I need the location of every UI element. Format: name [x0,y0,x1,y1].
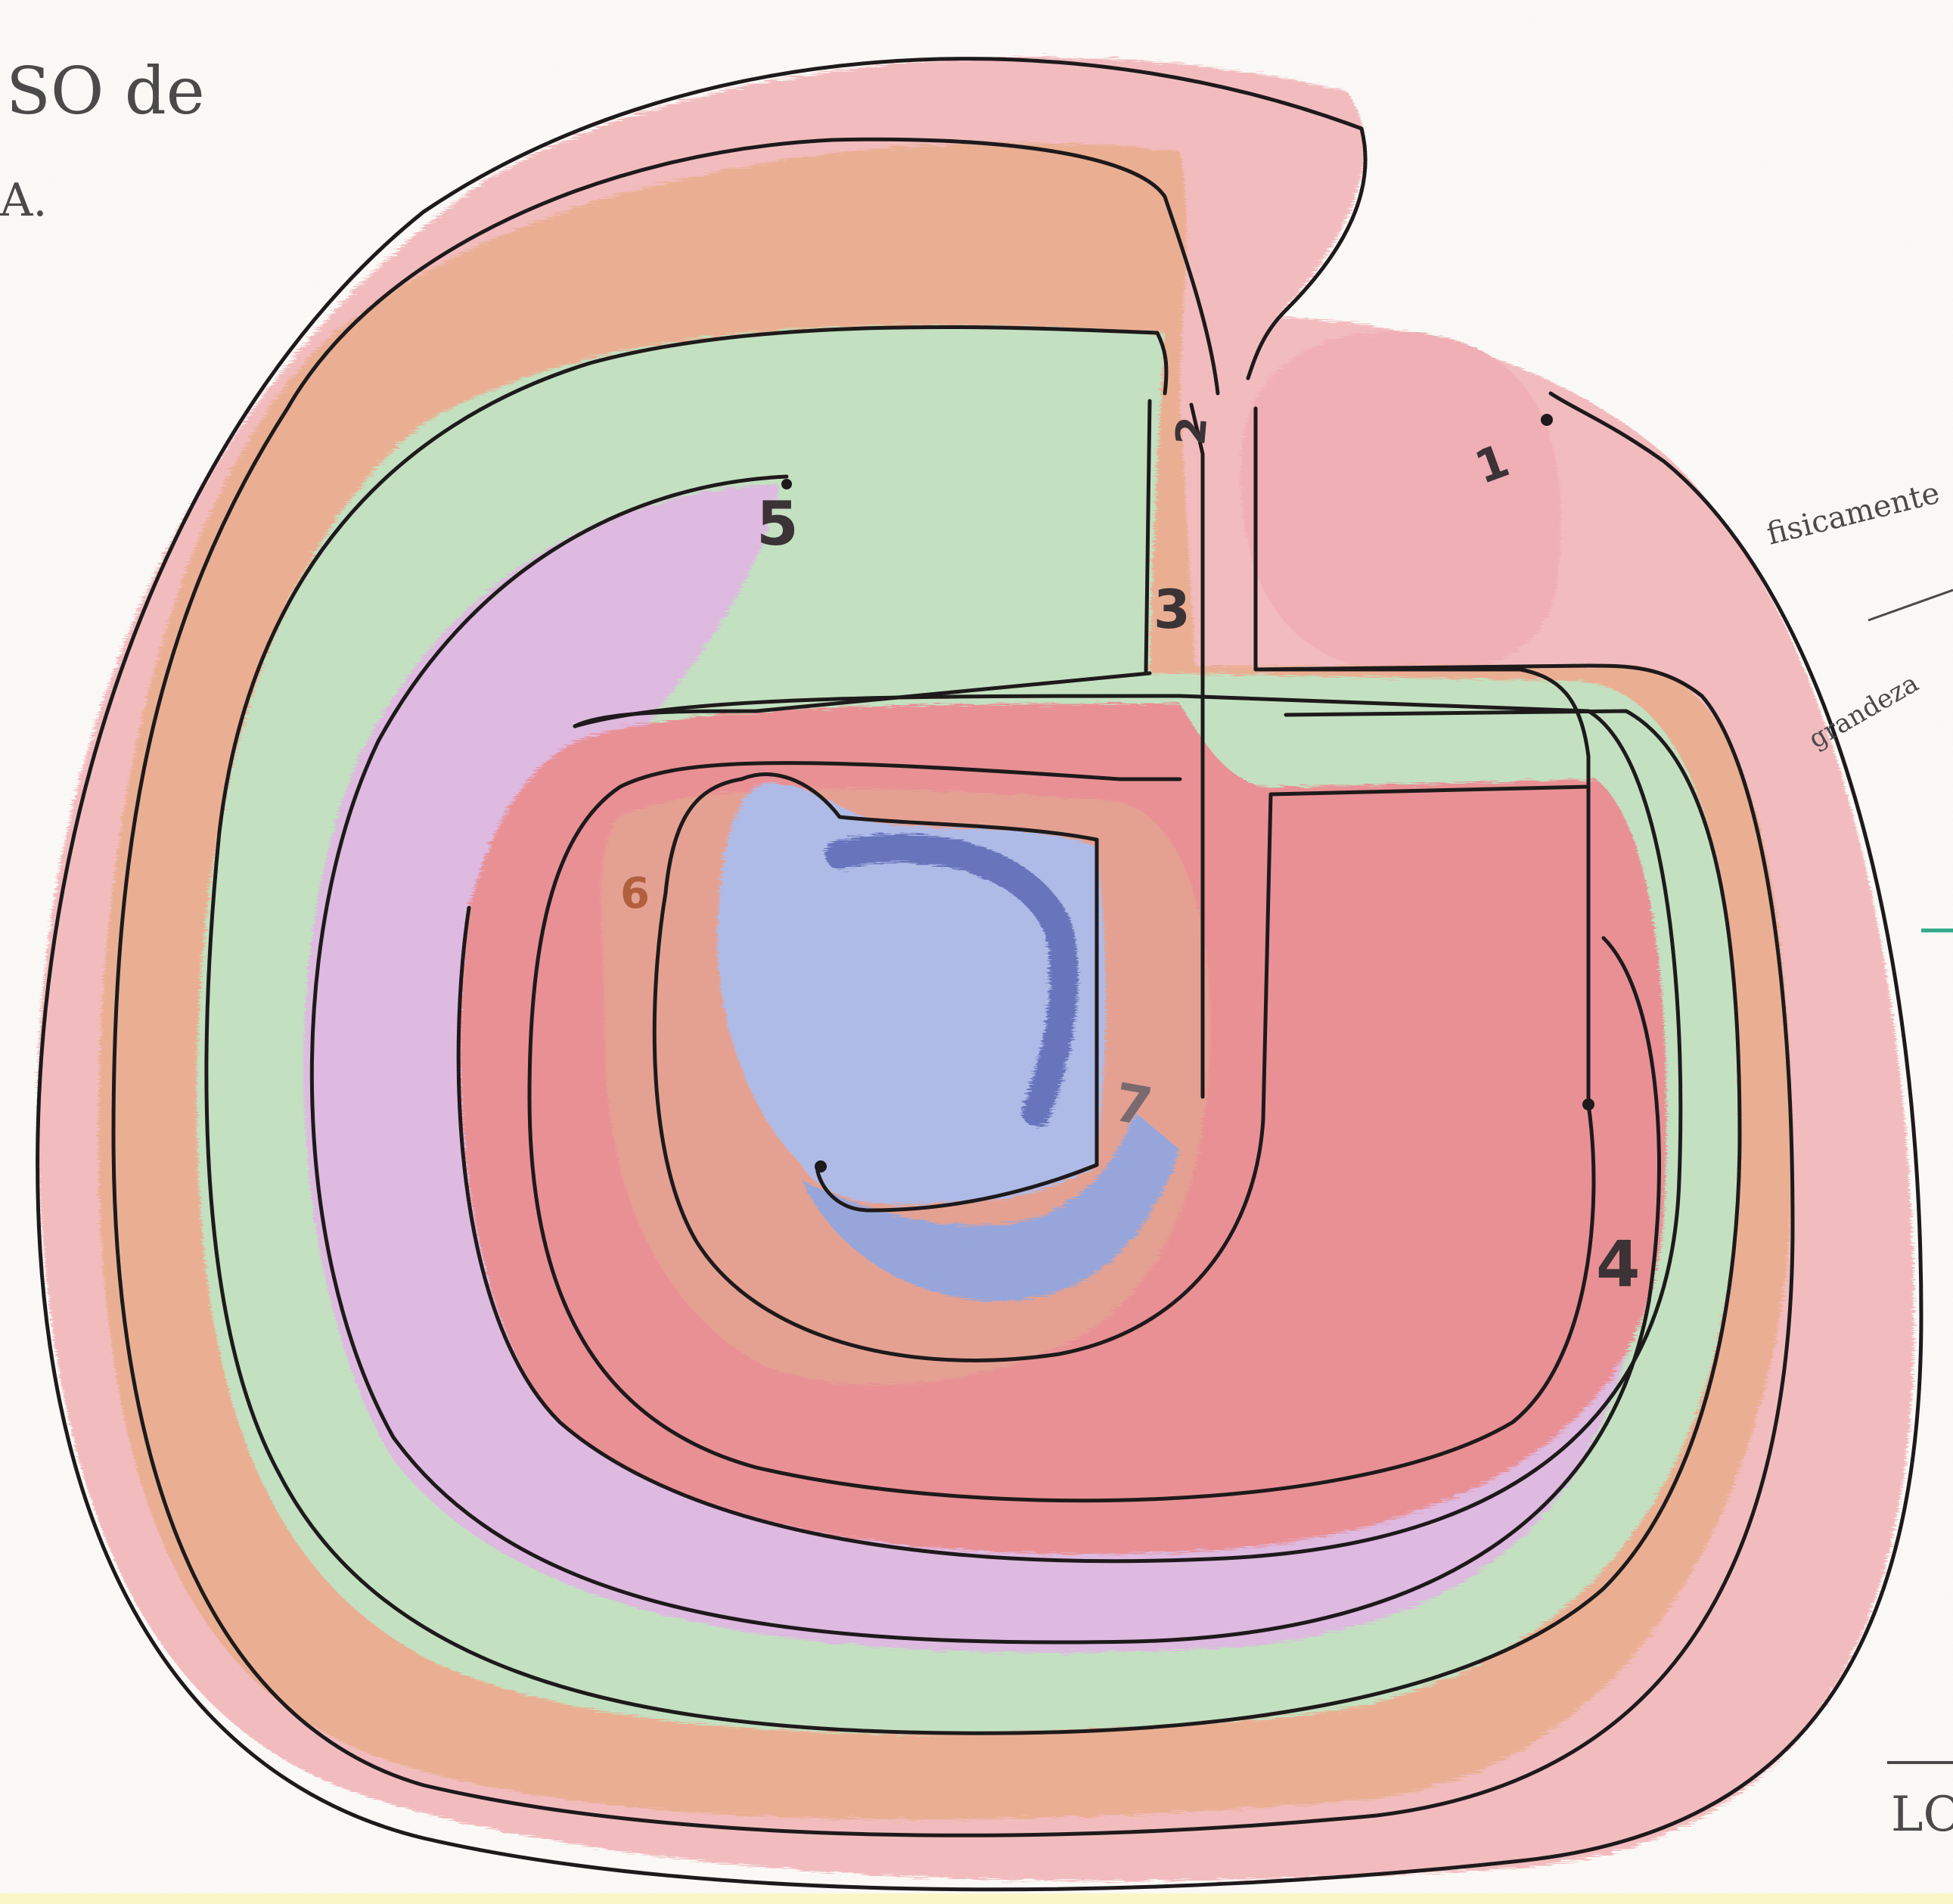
pink-bulb [1240,332,1561,673]
region-number-5: 5 [756,489,799,559]
region-number-6: 6 [620,869,650,918]
endpoint-dot-4 [1582,1098,1594,1110]
region-number-4: 4 [1596,1227,1640,1301]
endpoint-dot-center [815,1160,827,1173]
note-top-left-1: SO de [6,54,205,129]
region-number-3: 3 [1153,579,1191,641]
region-number-2: 2 [1166,415,1216,447]
note-bottom-right: LO [1891,1787,1953,1843]
endpoint-dot-5 [781,479,792,489]
note-top-left-2: A. [0,174,47,227]
bottom-edge-strip [0,1893,1953,1904]
endpoint-dot-1 [1541,414,1553,426]
